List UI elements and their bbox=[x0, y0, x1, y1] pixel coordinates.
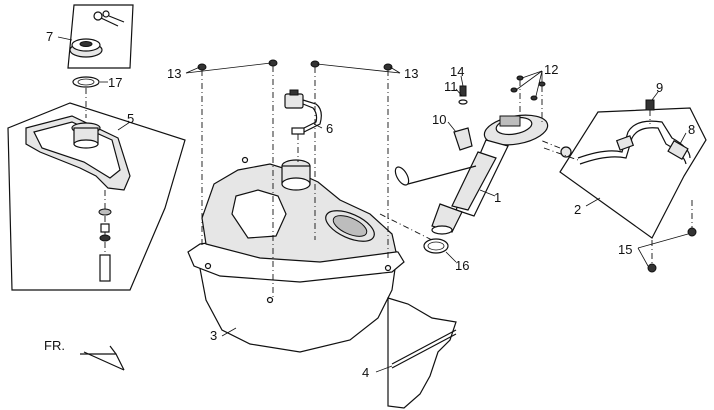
heat-shield-plate bbox=[387, 297, 457, 409]
bolt-icon bbox=[383, 63, 393, 258]
leader-1 bbox=[479, 189, 496, 197]
fuel-tank bbox=[187, 156, 405, 353]
callout-3: 3 bbox=[210, 328, 217, 343]
leader-10 bbox=[447, 121, 457, 133]
bolts-13 bbox=[185, 59, 401, 300]
callout-4: 4 bbox=[362, 365, 369, 380]
callout-8: 8 bbox=[688, 122, 695, 137]
fuel-hose-detail-box bbox=[543, 99, 707, 239]
leader-9 bbox=[651, 91, 659, 101]
callout-10: 10 bbox=[432, 112, 446, 127]
leader-7 bbox=[57, 36, 73, 41]
leader-14 bbox=[460, 75, 464, 87]
bolt-icon bbox=[197, 63, 207, 248]
callout-12: 12 bbox=[544, 62, 558, 77]
callout-14: 14 bbox=[450, 64, 464, 79]
front-direction-indicator: FR. bbox=[44, 338, 125, 371]
leader-5 bbox=[117, 121, 131, 131]
callout-1: 1 bbox=[494, 190, 501, 205]
callout-17: 17 bbox=[108, 75, 122, 90]
fuel-pump-assembly bbox=[379, 75, 561, 245]
vent-hose bbox=[284, 89, 322, 162]
callout-13-right: 13 bbox=[404, 66, 418, 81]
callout-5: 5 bbox=[127, 111, 134, 126]
callout-6: 6 bbox=[326, 121, 333, 136]
leader-4 bbox=[375, 365, 393, 373]
leader-6 bbox=[313, 123, 323, 129]
leader-8 bbox=[679, 132, 687, 145]
callout-13-left: 13 bbox=[167, 66, 181, 81]
gasket-ring bbox=[72, 76, 100, 88]
pump-opening bbox=[325, 210, 375, 242]
direction-label: FR. bbox=[44, 338, 65, 353]
callout-15: 15 bbox=[618, 242, 632, 257]
bolts-15 bbox=[637, 200, 697, 273]
callout-2: 2 bbox=[574, 202, 581, 217]
o-ring bbox=[423, 238, 449, 254]
callout-16: 16 bbox=[455, 258, 469, 273]
leader-11 bbox=[455, 88, 463, 97]
bolt-icon bbox=[647, 263, 657, 273]
leader-16 bbox=[445, 251, 457, 263]
key-icon bbox=[93, 10, 125, 27]
arrow-icon bbox=[80, 345, 125, 371]
filler-neck-detail-box bbox=[7, 102, 186, 291]
leader-2 bbox=[585, 197, 601, 207]
fuel-cap bbox=[69, 38, 103, 58]
leader-3 bbox=[221, 327, 237, 337]
leader-12 bbox=[515, 70, 543, 97]
callout-11: 11 bbox=[444, 79, 458, 94]
bolt-icon bbox=[687, 227, 697, 237]
fuel-cap-detail-box bbox=[67, 4, 134, 69]
callout-7: 7 bbox=[46, 29, 53, 44]
callout-9: 9 bbox=[656, 80, 663, 95]
